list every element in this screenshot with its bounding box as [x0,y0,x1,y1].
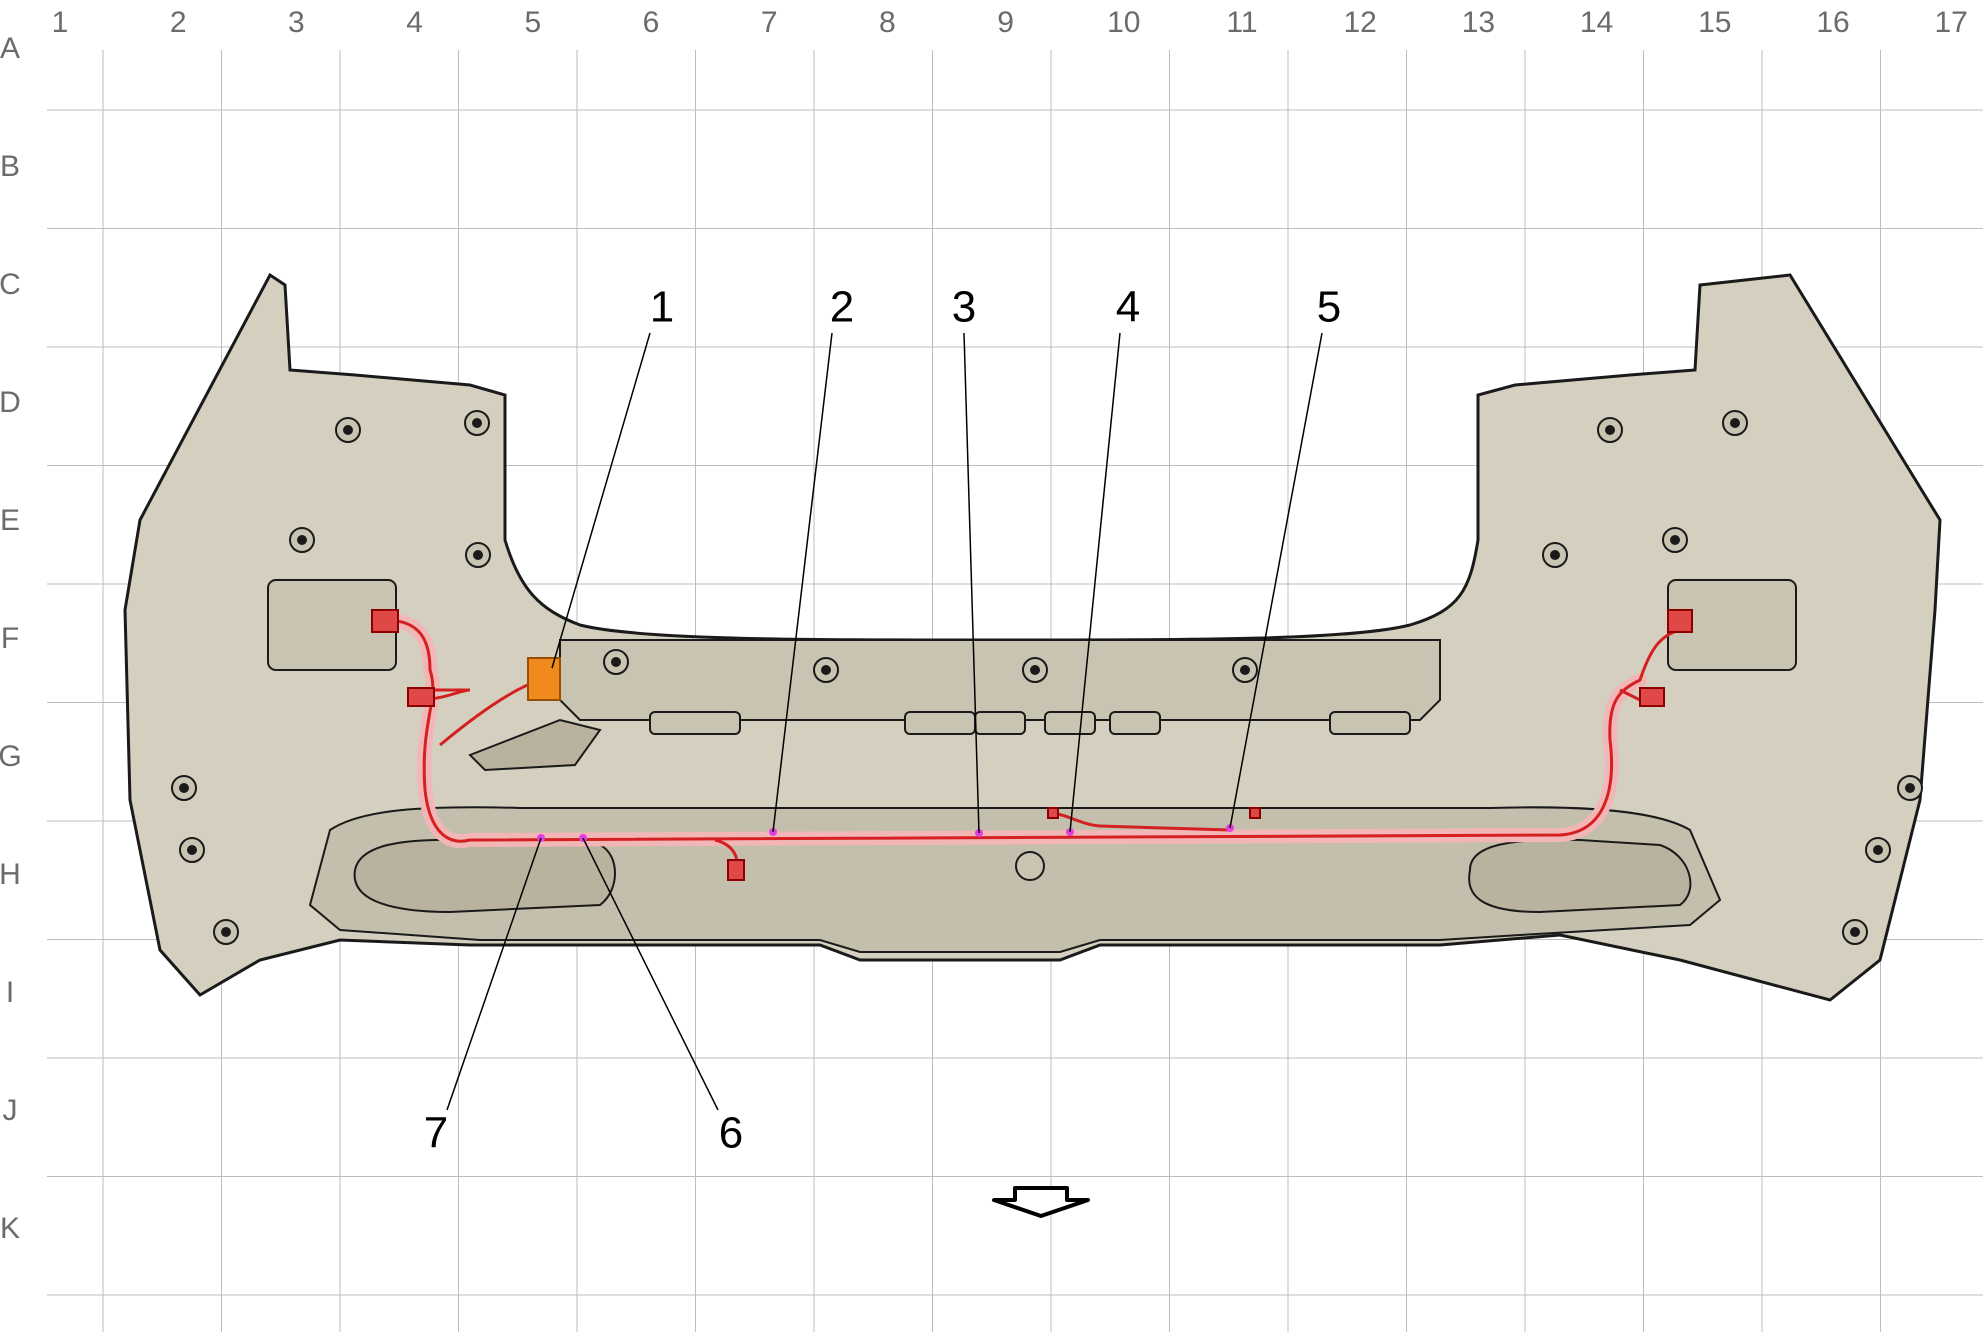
harness-main-run-edge [383,618,1642,843]
callout-leader-3 [963,332,980,834]
grid-column-label: 12 [1344,6,1377,39]
clip-slot [1329,711,1411,735]
mounting-boss-center [473,550,483,560]
mounting-boss-center [187,845,197,855]
grid-column-label: 3 [288,6,305,39]
mounting-boss-center [1030,665,1040,675]
right-exhaust-cutout [1468,838,1692,914]
clip-slot [974,711,1026,735]
grid-column-label: 10 [1107,6,1140,39]
grid-column-label: 14 [1580,6,1613,39]
left-lower-sensor-connector [407,687,435,707]
tow-hook-cover [1015,851,1045,881]
clip-slots [649,711,1411,735]
grid-column-label: 4 [406,6,423,39]
grid-row-label: L [2,1330,19,1332]
grid-column-label: 9 [997,6,1014,39]
grid-row-label: A [0,32,20,65]
callout-number-1: 1 [650,283,674,332]
mounting-boss-center [1730,418,1740,428]
mounting-boss-center [1670,535,1680,545]
grid-column-label: 16 [1816,6,1849,39]
clip-slot [1044,711,1096,735]
grid-column-label: 1 [52,6,69,39]
mounting-boss-center [611,657,621,667]
right-upper-sensor-connector [1667,609,1693,633]
grid-column-label: 6 [643,6,660,39]
grid-row-label: G [0,740,22,773]
grid-column-label: 8 [879,6,896,39]
callout-number-6: 6 [719,1109,743,1158]
callout-leader-7 [446,837,542,1111]
right-lower-sensor-connector [1639,687,1665,707]
callout-number-2: 2 [830,283,854,332]
center-clip-connector [1047,807,1059,819]
mounting-boss-center [221,927,231,937]
callout-number-4: 4 [1116,283,1140,332]
left-reflector [468,718,602,772]
mounting-boss-center [179,783,189,793]
grid-row-label: K [0,1212,20,1245]
grid-row-label: C [0,268,21,301]
grid-column-label: 17 [1935,6,1968,39]
grid-row-label: B [0,150,20,183]
grid-row-label: F [1,622,19,655]
grid-row-label: D [0,386,21,419]
grid-column-label: 11 [1226,6,1257,39]
clip-slot [649,711,741,735]
callout-leader-5 [1229,332,1323,829]
callout-leader-2 [772,332,833,833]
callout-number-7: 7 [424,1109,448,1158]
mounting-boss-center [1905,783,1915,793]
mounting-boss-center [1550,550,1560,560]
grid-row-label: E [0,504,20,537]
right-clip-connector [1249,807,1261,819]
center-drop-connector [727,859,745,881]
callout-leader-6 [582,837,719,1111]
row-labels: A B C D E F G H I J K L [0,32,22,1332]
wiring-harness [371,609,1693,881]
mounting-boss-center [472,418,482,428]
mounting-boss-center [343,425,353,435]
grid-row-label: I [6,976,14,1009]
mounting-boss-center [821,665,831,675]
rear-bumper [123,272,1942,1002]
left-upper-sensor-connector [371,609,399,633]
callout-leader-4 [1069,332,1121,833]
upper-beam [559,639,1441,721]
left-exhaust-cutout [353,838,616,914]
down-arrow-icon [992,1186,1090,1218]
grid-column-label: 2 [170,6,187,39]
grid-column-label: 7 [761,6,778,39]
main-harness-connector [527,657,561,701]
grid-column-label: 5 [524,6,541,39]
grid-column-label: 13 [1462,6,1495,39]
mounting-bosses [171,410,1923,945]
mounting-boss-center [1605,425,1615,435]
callout-number-3: 3 [952,283,976,332]
mounting-boss-center [297,535,307,545]
callout-number-5: 5 [1317,283,1341,332]
clip-slot [1109,711,1161,735]
callout-leader-1 [551,332,651,669]
grid-row-label: J [3,1094,18,1127]
grid-column-label: 15 [1698,6,1731,39]
mounting-boss-center [1240,665,1250,675]
mounting-boss-center [1850,927,1860,937]
clip-slot [904,711,976,735]
callouts: 1 2 3 4 5 6 7 [424,283,1341,1158]
mounting-boss-center [1873,845,1883,855]
grid-row-label: H [0,858,21,891]
